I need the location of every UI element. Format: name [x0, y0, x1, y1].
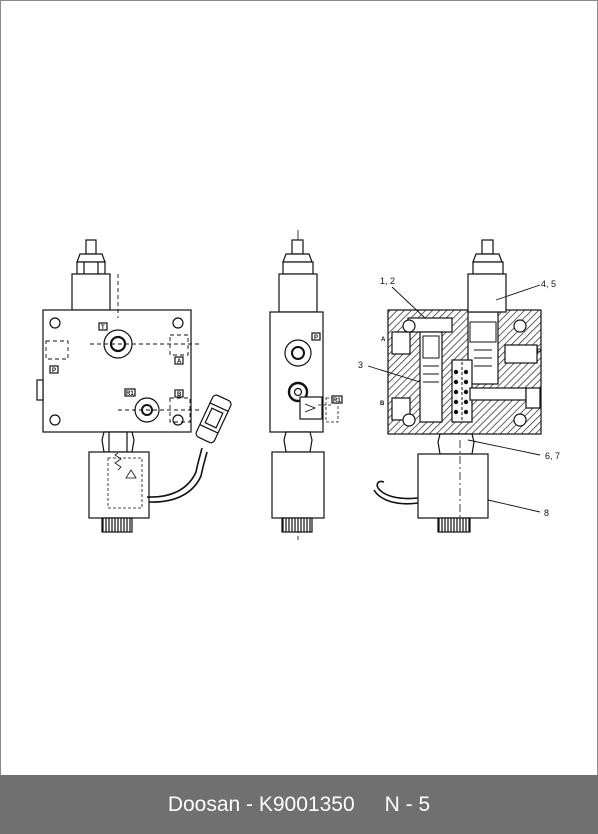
page-number: N - 5 — [384, 792, 431, 816]
front-view — [36, 239, 232, 533]
part-code: Doosan - K9001350 — [167, 792, 355, 816]
callout-8: 8 — [544, 508, 549, 518]
port-tag-a-section: A — [381, 337, 386, 343]
section-view-tags: A P B — [380, 337, 541, 407]
port-tag-b-section: B — [380, 401, 385, 407]
side-view-tags: P R1 — [314, 335, 341, 404]
port-tag-p-side: P — [314, 335, 318, 341]
port-tag-b: B — [177, 392, 182, 398]
callout-4-5: 4, 5 — [541, 279, 556, 289]
port-tag-p: P — [52, 368, 56, 374]
port-tag-r1-side: R1 — [333, 398, 341, 404]
front-view-tags: T P A R1 B — [52, 325, 182, 398]
page-footer: Doosan - K9001350 N - 5 — [0, 775, 598, 834]
valve-drawing: T P A R1 B P R1 — [36, 230, 560, 540]
callout-1-2: 1, 2 — [380, 276, 395, 286]
callouts: 1, 2 4, 5 3 6, 7 8 — [358, 276, 560, 518]
side-view — [269, 230, 343, 540]
callout-6-7: 6, 7 — [545, 451, 560, 461]
port-tag-p-section: P — [537, 349, 541, 355]
callout-3: 3 — [358, 360, 363, 370]
section-view — [367, 239, 542, 533]
port-tag-t: T — [101, 325, 105, 331]
port-tag-r1: R1 — [126, 391, 134, 397]
port-tag-a: A — [177, 359, 182, 365]
